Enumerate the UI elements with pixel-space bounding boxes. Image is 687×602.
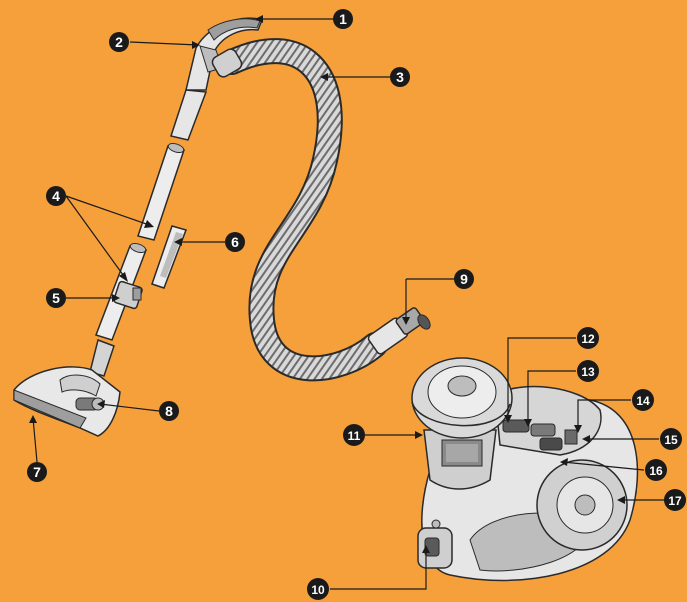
callout-4-label: 4 (52, 188, 60, 204)
callout-7: 7 (27, 462, 47, 482)
callout-12-label: 12 (581, 332, 595, 346)
callout-1-label: 1 (339, 11, 347, 27)
hose (232, 51, 375, 368)
leader-line-7 (33, 418, 37, 462)
leader-line-10 (330, 548, 426, 589)
callout-9-label: 9 (460, 271, 468, 287)
callout-12: 12 (577, 327, 599, 349)
callout-16-label: 16 (649, 464, 663, 478)
callout-11-label: 11 (348, 429, 361, 443)
dust-container (424, 430, 496, 489)
arrowhead-7 (29, 415, 37, 423)
leader-line-4b (66, 196, 126, 279)
callout-10: 10 (307, 578, 329, 600)
callout-8: 8 (159, 401, 179, 421)
callout-15: 15 (660, 428, 682, 450)
callout-14: 14 (632, 389, 654, 411)
callout-16: 16 (645, 459, 667, 481)
callout-6: 6 (225, 232, 245, 252)
callout-4: 4 (46, 186, 66, 206)
callout-17: 17 (664, 489, 686, 511)
handle-tube (171, 90, 206, 140)
callout-10-label: 10 (311, 583, 325, 597)
callout-13-label: 13 (581, 365, 595, 379)
callout-1: 1 (333, 9, 353, 29)
callout-17-label: 17 (668, 494, 682, 508)
callout-15-label: 15 (664, 433, 678, 447)
callout-13: 13 (577, 360, 599, 382)
callout-14-label: 14 (636, 394, 650, 408)
cyclone-lid (412, 358, 512, 438)
rear-wheel (537, 460, 627, 550)
callout-3-label: 3 (396, 69, 404, 85)
callout-2-label: 2 (115, 34, 123, 50)
callout-3: 3 (390, 67, 410, 87)
crevice-tool (152, 226, 186, 288)
arrowhead-11 (415, 431, 423, 439)
extension-tube-upper (138, 142, 185, 240)
callout-5-label: 5 (52, 290, 60, 306)
callout-6-label: 6 (231, 234, 239, 250)
callout-7-label: 7 (33, 464, 41, 480)
callout-9: 9 (454, 269, 474, 289)
hose-end-connector (367, 307, 433, 356)
callout-5: 5 (46, 288, 66, 308)
callout-2: 2 (109, 32, 129, 52)
callout-8-label: 8 (165, 403, 173, 419)
leader-line-4 (66, 196, 152, 226)
leader-line-2 (130, 42, 198, 45)
callout-11: 11 (343, 424, 365, 446)
